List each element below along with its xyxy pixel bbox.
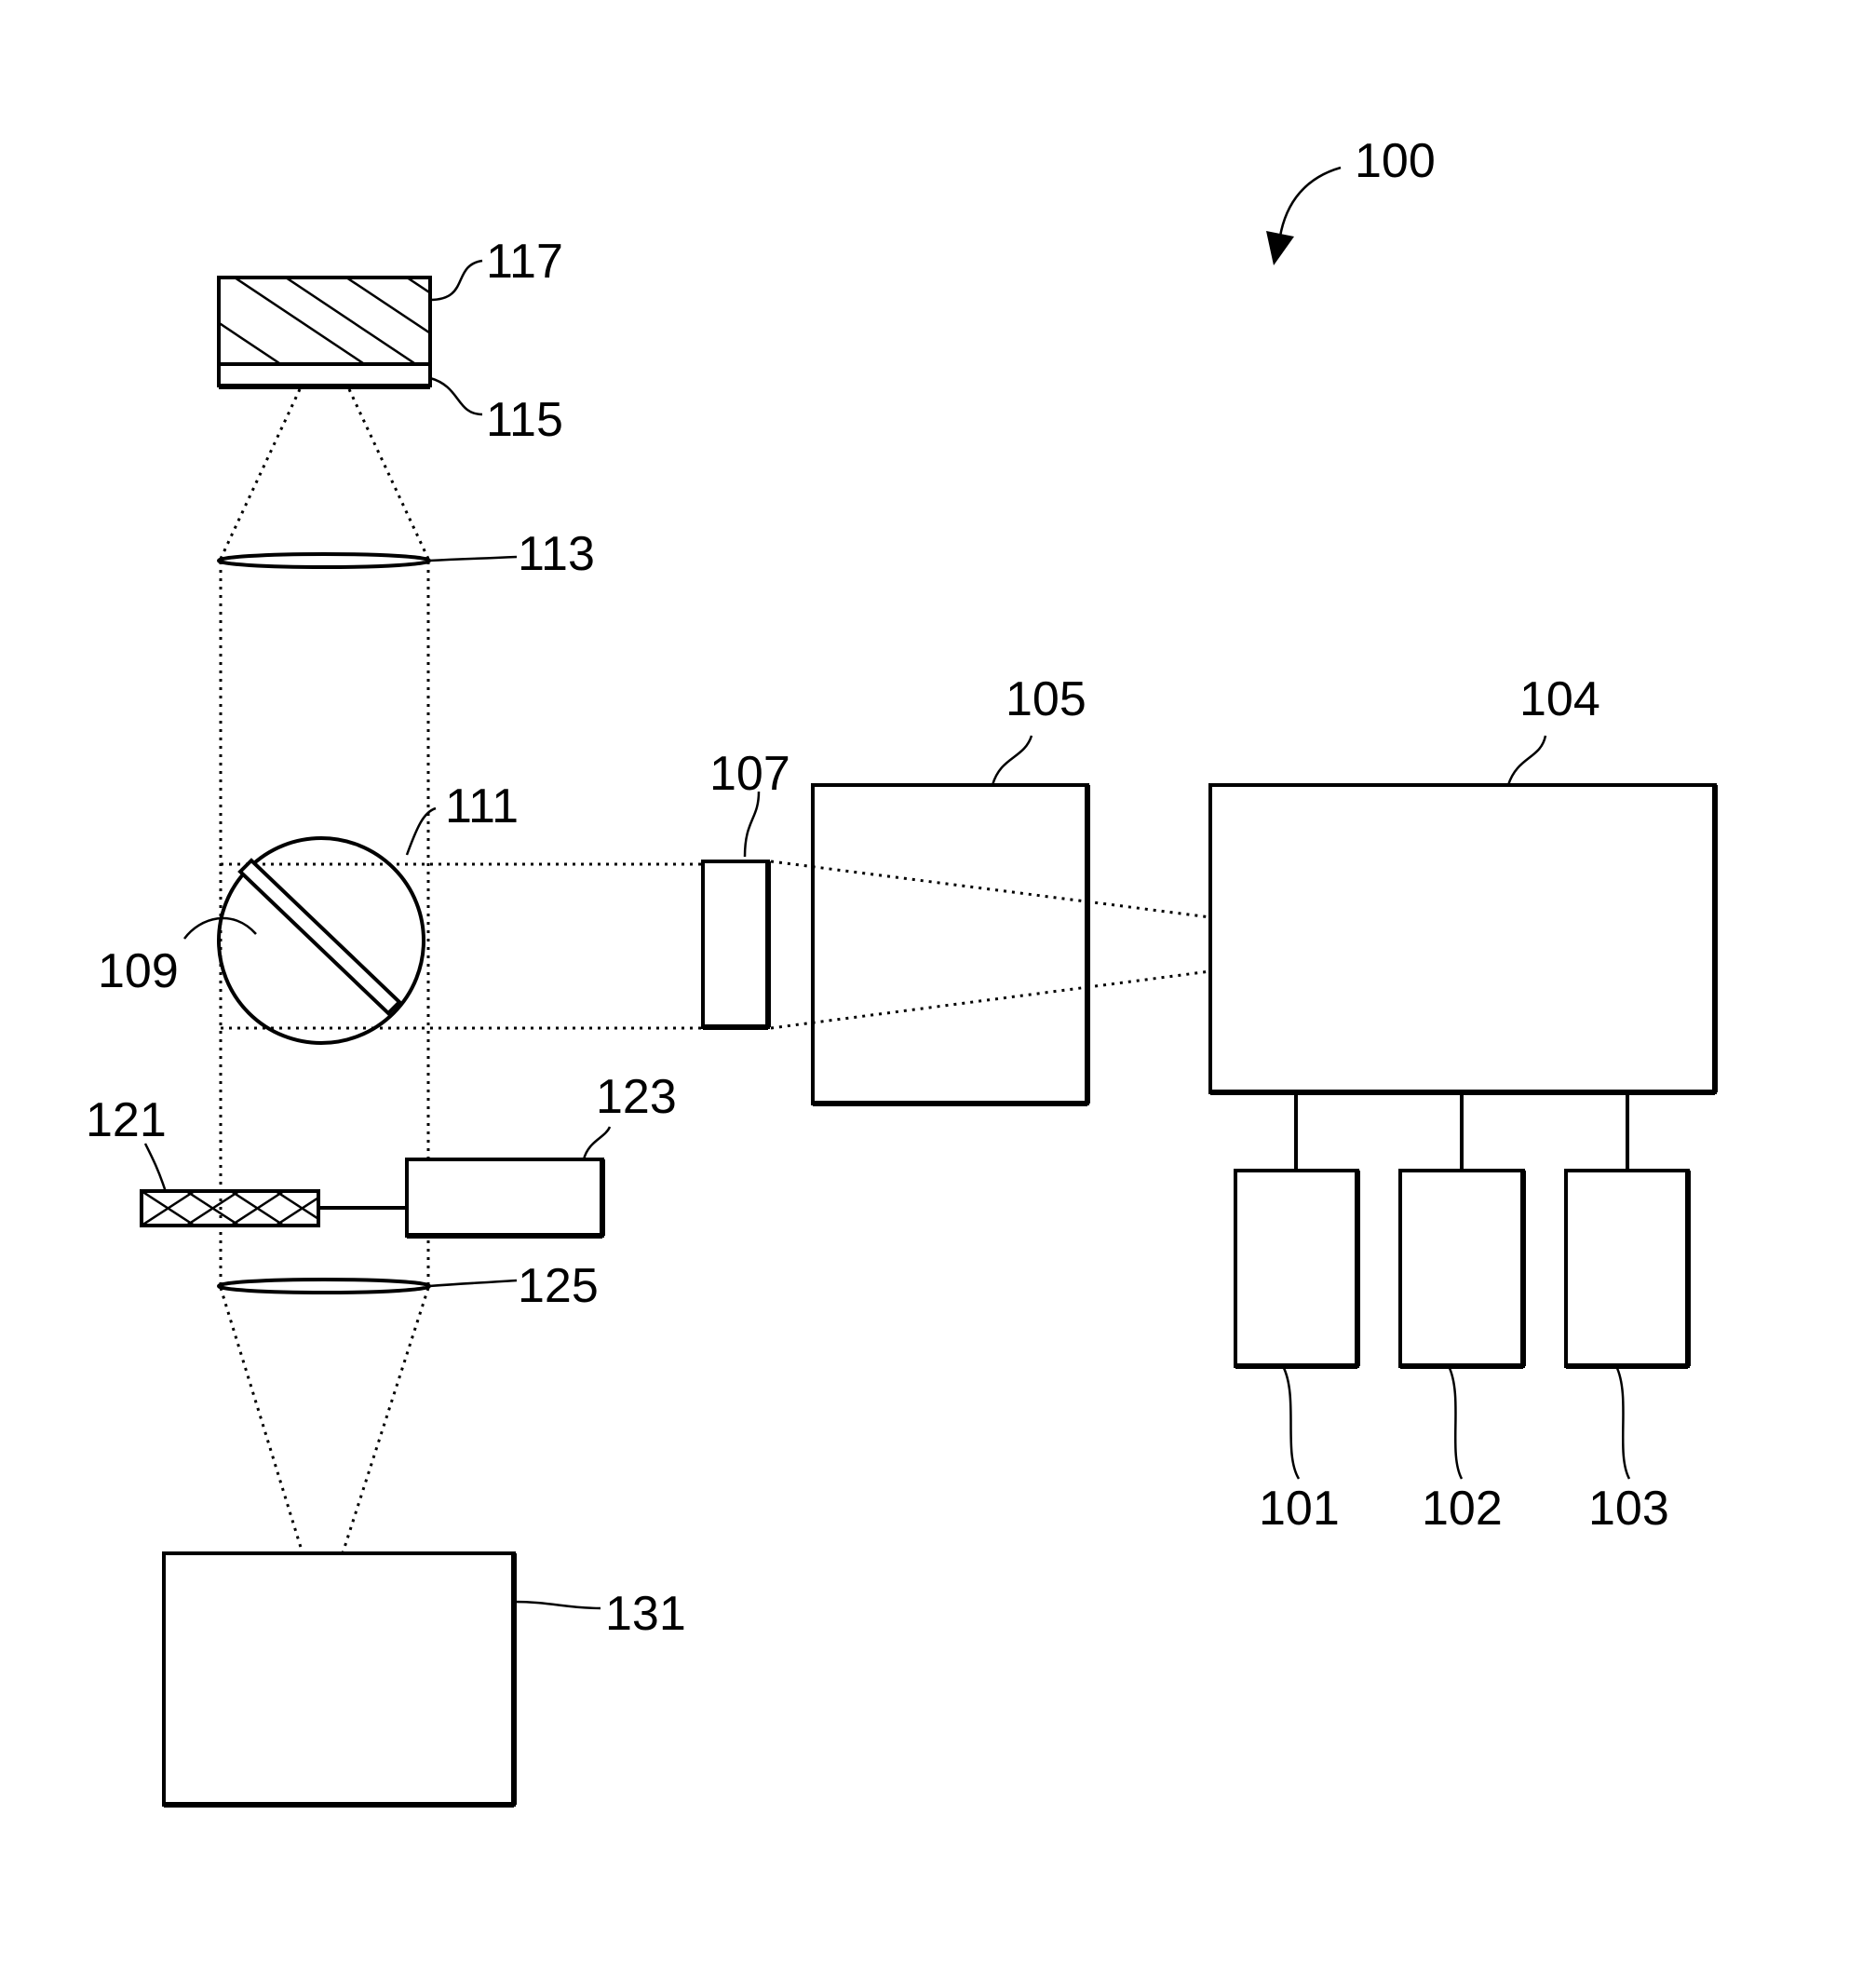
label-105: 105 (1005, 672, 1086, 726)
component-115-substrate (219, 364, 430, 386)
label-115: 115 (486, 393, 563, 447)
label-103: 103 (1588, 1482, 1669, 1536)
label-107: 107 (709, 747, 790, 801)
label-121: 121 (86, 1093, 167, 1147)
component-103-box (1566, 1171, 1688, 1366)
lens-113 (219, 554, 429, 567)
component-102-box (1400, 1171, 1523, 1366)
label-123: 123 (596, 1070, 677, 1124)
label-102: 102 (1422, 1482, 1503, 1536)
system-reference-arrow (1266, 168, 1341, 265)
component-121-crosshatched (142, 1191, 329, 1226)
label-131: 131 (605, 1587, 686, 1641)
label-100: 100 (1355, 134, 1436, 188)
label-104: 104 (1519, 672, 1600, 726)
label-109: 109 (98, 944, 179, 998)
component-123-box (407, 1159, 602, 1236)
component-104-box (1210, 785, 1715, 1092)
component-109-beam-splitter (240, 860, 399, 1013)
component-131-box (164, 1553, 514, 1805)
lens-125 (219, 1280, 429, 1293)
component-107 (703, 861, 768, 1027)
component-117-hatched-block (196, 251, 484, 364)
label-101: 101 (1259, 1482, 1340, 1536)
arrowhead-icon (1266, 231, 1294, 265)
component-101-box (1235, 1171, 1357, 1366)
bus-connectors (1296, 1092, 1627, 1171)
label-117: 117 (486, 235, 563, 289)
label-125: 125 (518, 1259, 599, 1313)
leader-lines (145, 261, 1629, 1608)
label-113: 113 (518, 527, 595, 581)
component-105-box (813, 785, 1087, 1104)
label-111: 111 (445, 779, 519, 833)
